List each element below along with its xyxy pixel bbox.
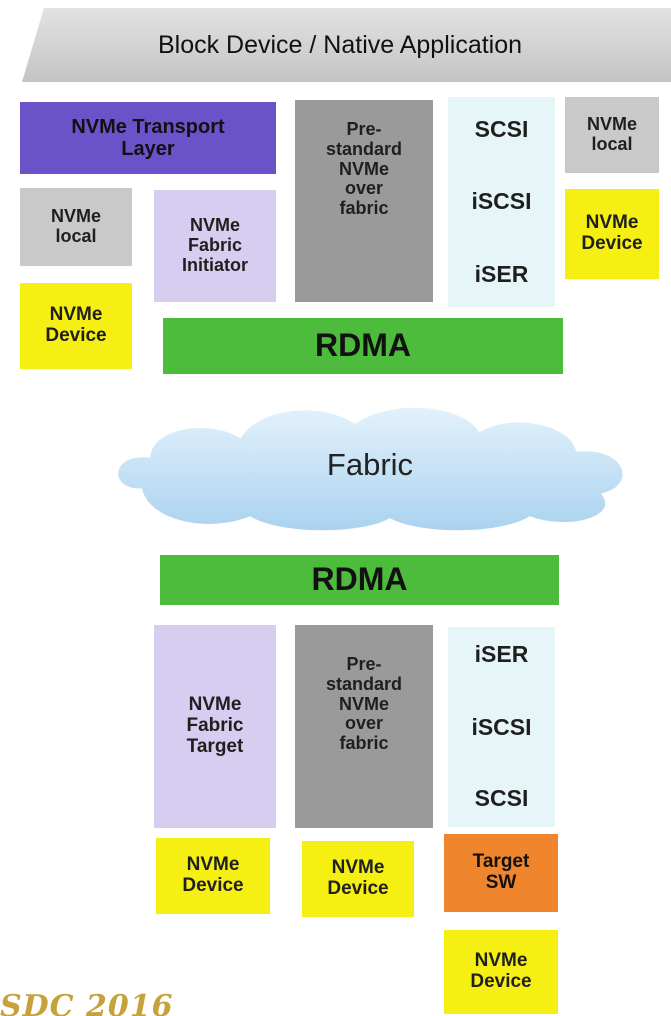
sdc-logo: SDC 2016 xyxy=(0,990,174,1016)
target-iscsi-label: iSCSI xyxy=(471,714,532,741)
nvme-local-left-box: NVMe local xyxy=(20,188,132,266)
nvme-device-target-3-box: NVMe Device xyxy=(444,930,558,1014)
nvme-transport-layer-box: NVMe Transport Layer xyxy=(20,102,276,174)
prestandard-nvme-initiator-box: Pre- standard NVMe over fabric xyxy=(295,100,433,302)
initiator-iscsi-label: iSCSI xyxy=(471,188,532,215)
initiator-scsi-label: SCSI xyxy=(474,116,529,143)
nvme-device-right-box: NVMe Device xyxy=(565,189,659,279)
target-scsi-stack xyxy=(448,627,555,827)
block-device-label: Block Device / Native Application xyxy=(157,30,523,59)
fabric-label: Fabric xyxy=(326,447,414,482)
nvme-fabric-target-box: NVMe Fabric Target xyxy=(154,625,276,828)
fabric-cloud xyxy=(113,402,628,535)
target-scsi-label: SCSI xyxy=(474,785,529,812)
prestandard-nvme-target-box: Pre- standard NVMe over fabric xyxy=(295,625,433,828)
initiator-iser-label: iSER xyxy=(474,261,529,288)
initiator-scsi-stack xyxy=(448,97,555,307)
nvme-device-target-2-box: NVMe Device xyxy=(302,841,414,917)
nvme-device-target-1-box: NVMe Device xyxy=(156,838,270,914)
nvme-device-left-box: NVMe Device xyxy=(20,283,132,369)
nvme-fabric-initiator-box: NVMe Fabric Initiator xyxy=(154,190,276,302)
target-sw-box: Target SW xyxy=(444,834,558,912)
rdma-initiator-bar: RDMA xyxy=(163,318,563,374)
nvme-local-right-box: NVMe local xyxy=(565,97,659,173)
block-device-banner xyxy=(22,8,671,82)
target-iser-label: iSER xyxy=(474,641,529,668)
rdma-target-bar: RDMA xyxy=(160,555,559,605)
